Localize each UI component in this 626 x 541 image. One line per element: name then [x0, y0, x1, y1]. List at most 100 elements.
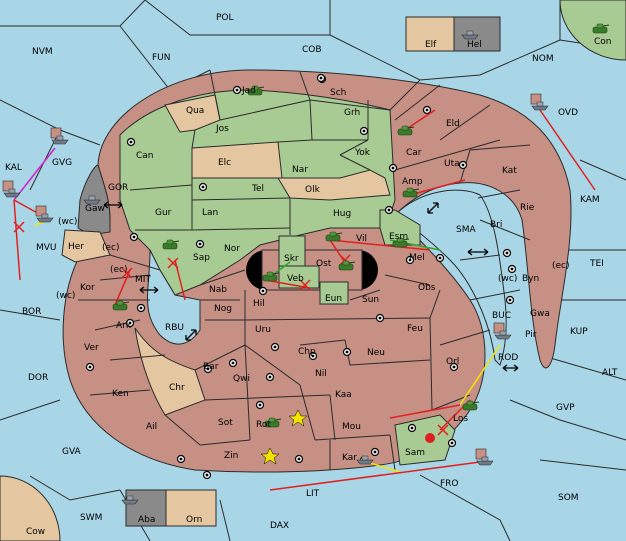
supply-center-dot	[132, 235, 136, 239]
label-esm: Esm	[389, 232, 408, 242]
label-her-ec: (ec)	[102, 243, 120, 253]
label-alt: ALT	[602, 368, 618, 378]
label-mit: MIT	[135, 275, 151, 285]
label-swm: SWM	[80, 513, 102, 523]
fleet-unit-hel[interactable]	[461, 30, 479, 40]
region-chr[interactable]	[134, 327, 206, 416]
label-fun: FUN	[152, 53, 171, 63]
label-jad: Jad	[241, 86, 256, 96]
army-unit-rot[interactable]	[264, 417, 282, 428]
fleet-unit-kar[interactable]	[356, 455, 374, 465]
supply-center-dot	[408, 258, 412, 262]
label-olk: Olk	[305, 185, 321, 195]
label-kam: KAM	[580, 195, 600, 205]
army-unit-amp[interactable]	[402, 187, 420, 198]
region-esm[interactable]	[379, 209, 421, 246]
label-sun: Sun	[362, 295, 379, 305]
label-car: Car	[406, 148, 422, 158]
label-nom: NOM	[532, 54, 554, 64]
region-sam[interactable]	[394, 414, 456, 466]
label-nil: Nil	[315, 369, 327, 379]
label-ail: Ail	[146, 422, 157, 432]
fleet-unit-gaw[interactable]	[83, 195, 101, 205]
land-borders	[78, 69, 531, 471]
units	[2, 23, 610, 505]
fleet-unit-aba[interactable]	[121, 495, 139, 505]
supply-center-dot	[128, 321, 132, 325]
land-labels: Jad Sch Qua Jos Grh Eld Can Elc Nar Yok …	[56, 40, 570, 525]
label-rbu: RBU	[165, 323, 184, 333]
label-sap: Sap	[193, 253, 210, 263]
fleet-unit-mvu[interactable]	[35, 205, 54, 223]
label-hil: Hil	[253, 299, 265, 309]
label-nor: Nor	[224, 244, 240, 254]
label-tel: Tel	[251, 184, 264, 194]
region-qua[interactable]	[164, 94, 221, 133]
label-chr: Chr	[169, 383, 185, 393]
label-amp: Amp	[402, 177, 423, 187]
label-neu: Neu	[367, 348, 385, 358]
label-cob: COB	[302, 45, 322, 55]
label-gur: Gur	[155, 208, 172, 218]
army-unit-los[interactable]	[462, 400, 480, 411]
supply-center-dot	[505, 251, 509, 255]
label-jos: Jos	[215, 124, 229, 134]
army-unit-vil[interactable]	[325, 231, 343, 242]
supply-center-dot	[201, 185, 205, 189]
army-unit-con[interactable]	[592, 23, 610, 34]
army-unit-ark[interactable]	[112, 300, 130, 311]
supply-center-dot	[198, 242, 202, 246]
label-pir: Pir	[525, 330, 537, 340]
label-obs: Obs	[418, 283, 436, 293]
supply-center-dot	[391, 166, 395, 170]
region-hel[interactable]	[453, 16, 501, 52]
supply-center-dot	[129, 140, 133, 144]
label-lan: Lan	[202, 208, 218, 218]
label-kat: Kat	[502, 166, 517, 176]
label-her: Her	[68, 242, 84, 252]
fleet-unit-ovd[interactable]	[530, 93, 549, 111]
label-sam: Sam	[405, 448, 425, 458]
fleet-unit-rod[interactable]	[493, 322, 512, 340]
label-orn: Orn	[186, 515, 202, 525]
inner-sea-rbu[interactable]	[147, 249, 201, 345]
label-grh: Grh	[344, 108, 360, 118]
supply-center-dot	[179, 457, 183, 461]
army-unit-veb[interactable]	[262, 271, 280, 282]
army-unit-jad[interactable]	[247, 85, 265, 96]
region-elf[interactable]	[405, 16, 455, 52]
label-mou: Mou	[342, 422, 361, 432]
region-elc[interactable]	[191, 141, 283, 179]
label-aba: Aba	[138, 515, 155, 525]
army-unit-ost[interactable]	[338, 260, 356, 271]
label-hel: Hel	[467, 40, 482, 50]
supply-center-dot	[261, 289, 265, 293]
label-can: Can	[136, 151, 154, 161]
label-los: Los	[453, 414, 468, 424]
supply-center-dot	[362, 129, 366, 133]
label-nar: Nar	[292, 165, 308, 175]
army-unit-sap[interactable]	[162, 239, 180, 250]
army-unit-esm[interactable]	[392, 237, 410, 248]
supply-center-dot	[268, 375, 272, 379]
label-gwa: Gwa	[530, 309, 550, 319]
supply-center-dot	[88, 365, 92, 369]
supply-center-dot	[387, 208, 391, 212]
region-cow[interactable]	[0, 475, 61, 541]
label-elf: Elf	[425, 40, 437, 50]
region-her[interactable]	[61, 229, 111, 263]
label-qwi: Qwi	[233, 374, 250, 384]
label-rot: Rot	[256, 420, 271, 430]
fleet-unit-gvg[interactable]	[50, 127, 69, 145]
supply-center-dot	[373, 450, 377, 454]
label-uta: Uta	[444, 159, 460, 169]
region-olk[interactable]	[277, 169, 391, 201]
fleet-unit-kal[interactable]	[2, 180, 21, 198]
label-kup: KUP	[570, 327, 588, 337]
label-sch: Sch	[330, 88, 346, 98]
label-rie: Rie	[520, 203, 535, 213]
army-unit-car[interactable]	[397, 125, 415, 136]
label-nvm: NVM	[32, 47, 53, 57]
region-orn[interactable]	[165, 489, 217, 527]
fleet-unit-fro[interactable]	[475, 448, 494, 466]
